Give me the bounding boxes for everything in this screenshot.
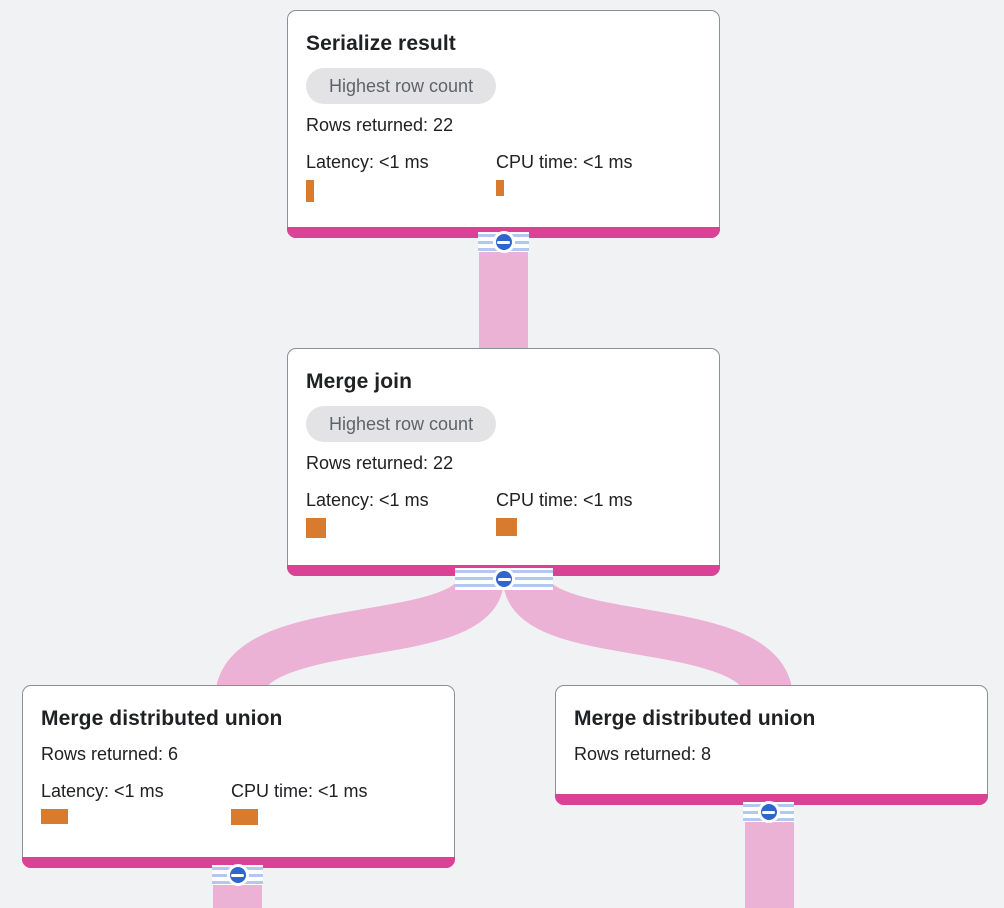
cpu-time-bar <box>496 518 517 536</box>
metrics-row: Latency: <1 ms CPU time: <1 ms <box>306 488 701 538</box>
latency-label: Latency: <1 ms <box>306 490 429 510</box>
latency-metric: Latency: <1 ms <box>306 488 496 538</box>
latency-label: Latency: <1 ms <box>41 781 164 801</box>
latency-label: Latency: <1 ms <box>306 152 429 172</box>
minus-icon <box>231 873 244 877</box>
edge-mergejoin-to-left-union <box>215 574 504 703</box>
cpu-time-label: CPU time: <1 ms <box>231 781 368 801</box>
rows-returned-text: Rows returned: 22 <box>306 453 454 473</box>
cpu-time-metric: CPU time: <1 ms <box>496 150 701 202</box>
cpu-time-label: CPU time: <1 ms <box>496 490 633 510</box>
rows-returned-text: Rows returned: 6 <box>41 744 179 764</box>
rows-returned-text: Rows returned: 22 <box>306 115 454 135</box>
latency-metric: Latency: <1 ms <box>41 779 231 825</box>
node-accent-bar <box>22 857 455 868</box>
cpu-time-bar <box>231 809 258 825</box>
plan-node-serialize-result[interactable]: Serialize result Highest row count Rows … <box>287 10 720 238</box>
latency-bar <box>41 809 68 824</box>
rows-returned-text: Rows returned: 8 <box>574 744 712 764</box>
plan-node-merge-distributed-union-right[interactable]: Merge distributed union Rows returned: 8 <box>555 685 988 805</box>
cpu-time-metric: CPU time: <1 ms <box>496 488 701 538</box>
plan-node-merge-join[interactable]: Merge join Highest row count Rows return… <box>287 348 720 576</box>
node-title: Merge distributed union <box>41 707 283 730</box>
minus-icon <box>497 577 511 581</box>
minus-icon <box>762 810 775 814</box>
collapse-connector-serialize-result <box>478 231 529 253</box>
collapse-connector-left-union <box>212 864 263 886</box>
collapse-button[interactable] <box>757 801 780 823</box>
metrics-row: Latency: <1 ms CPU time: <1 ms <box>306 150 701 202</box>
plan-node-merge-distributed-union-left[interactable]: Merge distributed union Rows returned: 6… <box>22 685 455 868</box>
highest-row-count-badge: Highest row count <box>306 68 497 104</box>
node-title: Merge distributed union <box>574 707 816 730</box>
edge-mergejoin-to-right-union <box>503 574 793 703</box>
cpu-time-label: CPU time: <1 ms <box>496 152 633 172</box>
collapse-connector-right-union <box>743 801 794 823</box>
collapse-button[interactable] <box>226 864 249 886</box>
latency-metric: Latency: <1 ms <box>306 150 496 202</box>
cpu-time-metric: CPU time: <1 ms <box>231 779 436 825</box>
minus-icon <box>497 240 510 244</box>
highest-row-count-badge: Highest row count <box>306 406 497 442</box>
node-title: Merge join <box>306 370 413 393</box>
collapse-button[interactable] <box>492 231 515 253</box>
latency-bar <box>306 518 326 538</box>
latency-bar <box>306 180 314 202</box>
collapse-button[interactable] <box>493 568 515 590</box>
metrics-row: Latency: <1 ms CPU time: <1 ms <box>41 779 436 825</box>
node-accent-bar <box>555 794 988 805</box>
collapse-connector-merge-join <box>455 568 553 590</box>
node-title: Serialize result <box>306 32 456 55</box>
edge-serialize-to-mergejoin <box>479 234 528 350</box>
cpu-time-bar <box>496 180 504 196</box>
